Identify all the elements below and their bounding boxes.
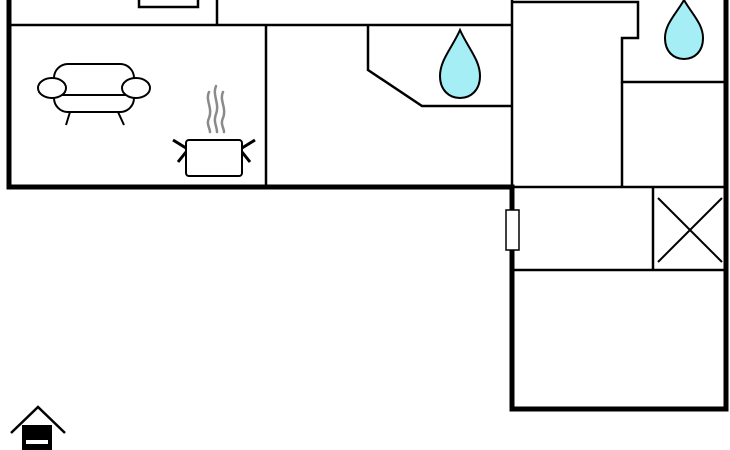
right-wing-outline <box>509 0 729 412</box>
house-entrance-icon <box>10 405 66 450</box>
left-wing-outline <box>6 0 515 190</box>
wall <box>512 0 726 84</box>
cooking-pot-icon <box>172 84 256 177</box>
door-icon <box>505 209 520 251</box>
wall <box>366 25 512 108</box>
water-drop-icon <box>663 0 705 61</box>
installation-shaft-icon <box>657 197 723 263</box>
interior-walls <box>9 0 726 272</box>
wall <box>137 0 200 9</box>
outer-walls <box>6 0 729 412</box>
water-drop-icon <box>438 27 482 100</box>
sofa-icon <box>37 63 151 126</box>
